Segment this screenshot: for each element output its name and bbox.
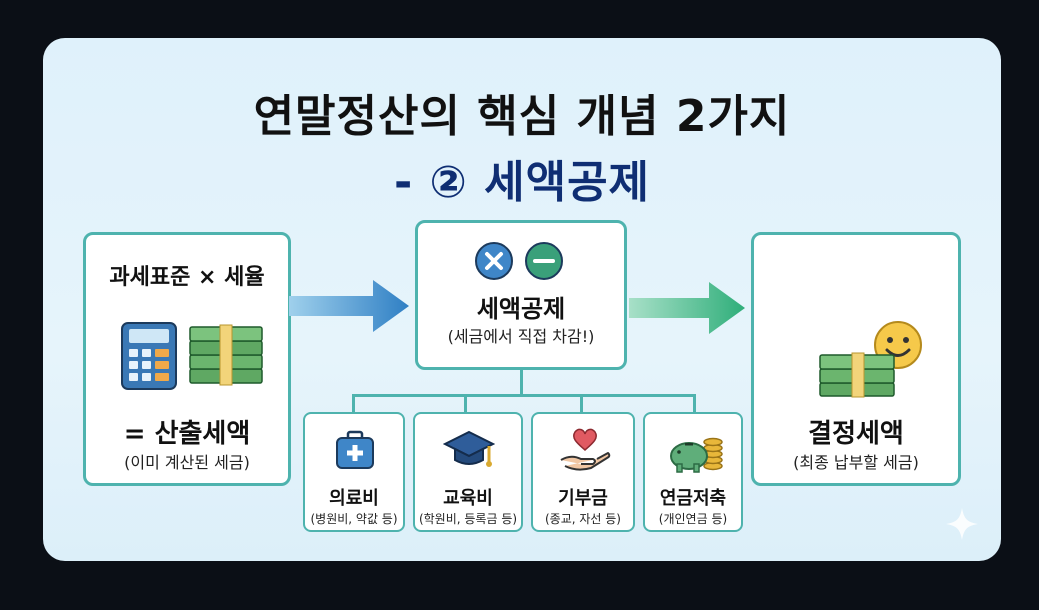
tax-deduction-note: (세금에서 직접 차감!) xyxy=(447,327,595,346)
category-label: 연금저축 xyxy=(659,488,727,509)
tree-connector-horizontal xyxy=(352,394,696,397)
tax-deduction-box: 세액공제 (세금에서 직접 차감!) xyxy=(415,220,627,370)
calculated-tax-note: (이미 계산된 세금) xyxy=(124,453,250,472)
tree-connector-branch xyxy=(580,394,583,414)
final-tax-note: (최종 납부할 세금) xyxy=(793,453,919,472)
final-tax-box: 결정세액 (최종 납부할 세금) xyxy=(751,232,961,486)
category-medical: 의료비 (병원비, 약값 등) xyxy=(303,412,405,532)
category-note: (학원비, 등록금 등) xyxy=(418,512,518,526)
calculator-icon xyxy=(121,322,177,390)
multiply-icon xyxy=(475,242,513,280)
title-line1: 연말정산의 핵심 개념 2가지 xyxy=(253,91,791,142)
calculated-tax-label: = 산출세액 xyxy=(123,419,251,449)
infographic-card: 연말정산의 핵심 개념 2가지 - ② 세액공제 과세표준 × 세율 = 산출세… xyxy=(43,38,1001,561)
tree-connector-branch xyxy=(693,394,696,414)
category-donation: 기부금 (종교, 자선 등) xyxy=(531,412,635,532)
graduation-cap-icon xyxy=(443,430,495,467)
sparkle-icon xyxy=(946,508,978,540)
final-tax-label: 결정세액 xyxy=(808,419,904,449)
minus-icon xyxy=(525,242,563,280)
arrow-to-final-tax xyxy=(629,282,745,334)
tree-connector-branch xyxy=(352,394,355,414)
category-note: (개인연금 등) xyxy=(658,512,728,526)
money-stack-icon xyxy=(189,324,263,386)
category-label: 의료비 xyxy=(329,488,379,509)
category-note: (병원비, 약값 등) xyxy=(310,512,398,526)
category-note: (종교, 자선 등) xyxy=(544,512,621,526)
heart-hand-icon xyxy=(560,428,611,471)
money-stack-icon xyxy=(819,352,895,398)
medical-kit-icon xyxy=(336,430,374,469)
category-education: 교육비 (학원비, 등록금 등) xyxy=(413,412,523,532)
tree-connector-branch xyxy=(464,394,467,414)
calculated-tax-box: 과세표준 × 세율 = 산출세액 (이미 계산된 세금) xyxy=(83,232,291,486)
tree-connector-vertical xyxy=(520,370,523,396)
tax-deduction-label: 세액공제 xyxy=(476,295,566,323)
piggy-bank-icon xyxy=(670,437,723,473)
formula-label: 과세표준 × 세율 xyxy=(109,265,265,290)
arrow-to-deduction xyxy=(289,280,409,332)
title-line2: - ② 세액공제 xyxy=(393,157,651,208)
category-label: 기부금 xyxy=(558,488,608,509)
category-label: 교육비 xyxy=(443,488,493,509)
category-pension: 연금저축 (개인연금 등) xyxy=(643,412,743,532)
